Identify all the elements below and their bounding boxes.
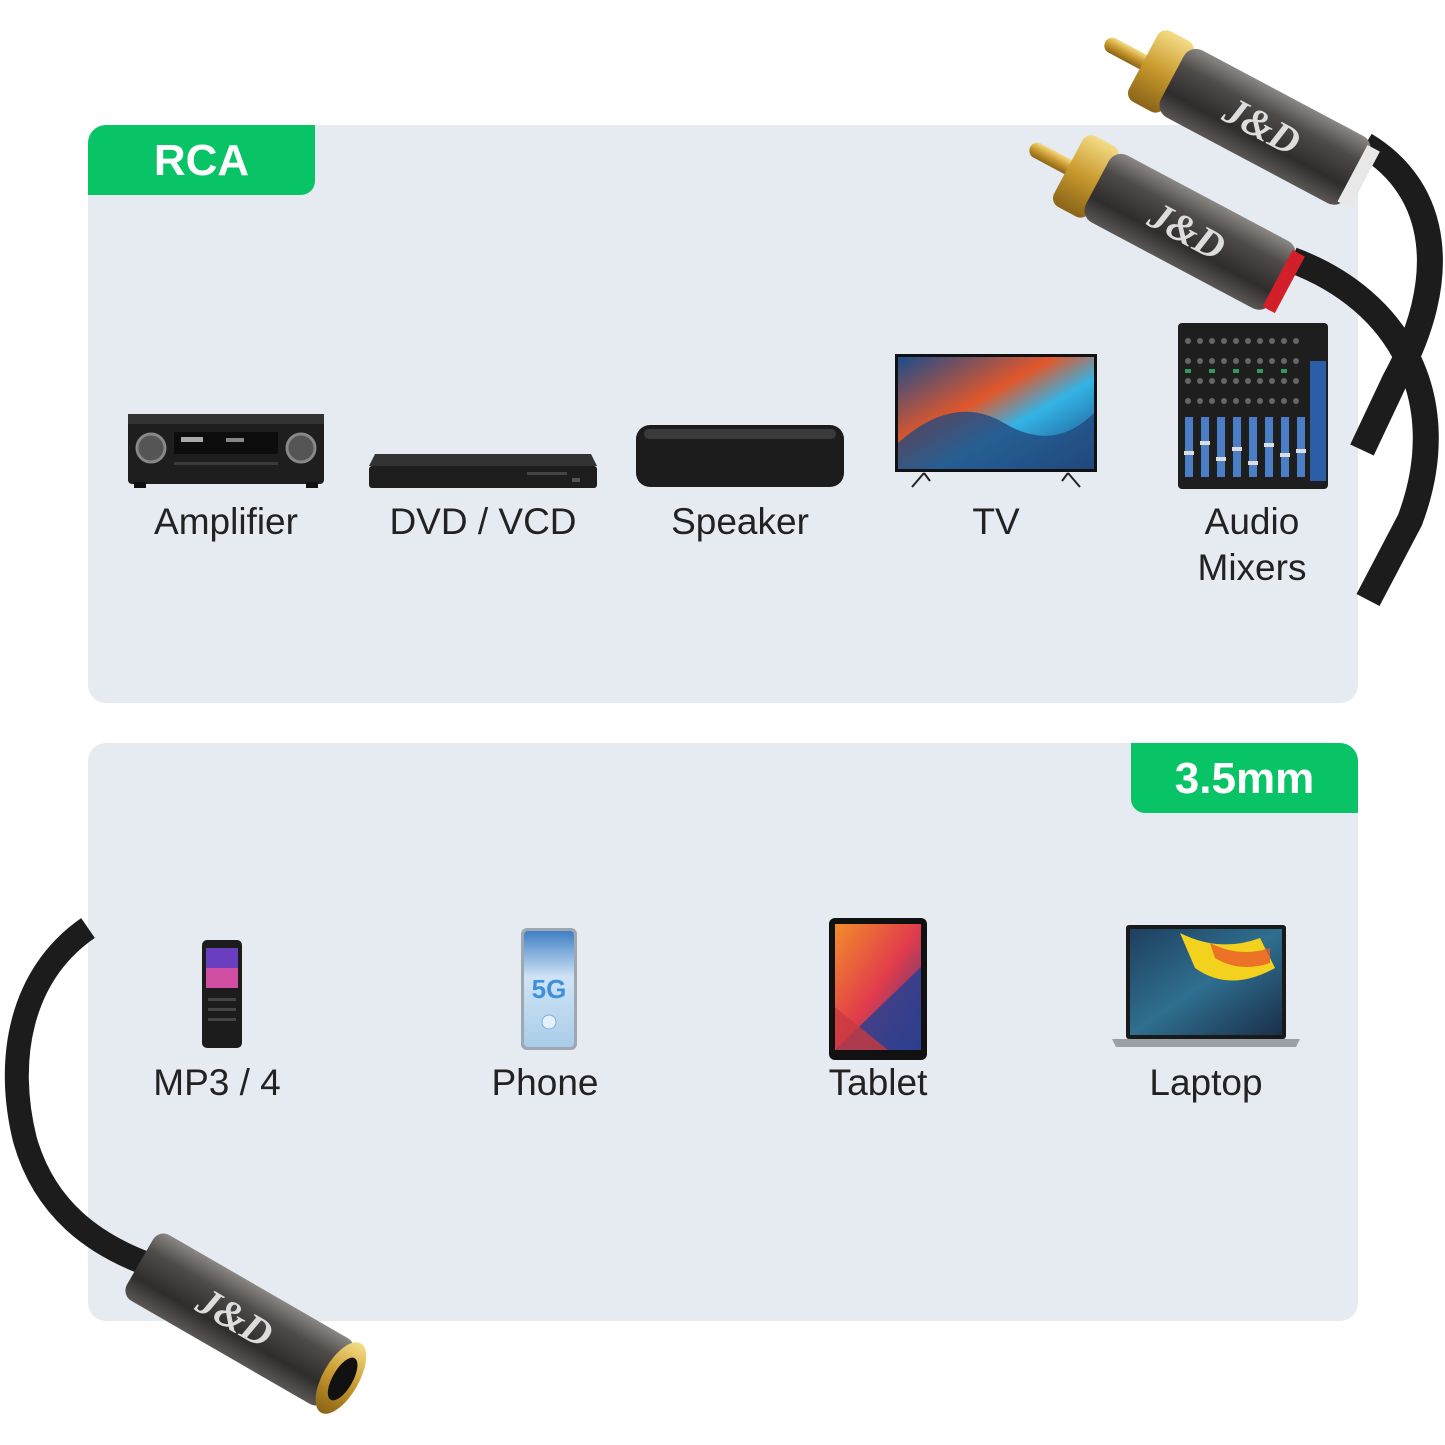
dvd-player-icon: [369, 454, 597, 488]
device-label-audio-mixers: Audio Mixers: [1197, 501, 1307, 588]
device-label-mp3: MP3 / 4: [153, 1062, 281, 1103]
jack-tag: 3.5mm: [1131, 743, 1358, 813]
tablet-icon: [829, 918, 927, 1060]
tv-icon: [895, 354, 1097, 488]
amplifier-icon: [128, 414, 324, 488]
laptop-icon: [1112, 925, 1300, 1047]
speaker-icon: [636, 425, 844, 487]
device-label-tablet: Tablet: [828, 1062, 928, 1103]
device-label-phone: Phone: [491, 1062, 599, 1103]
mp3-player-icon: [202, 940, 242, 1048]
device-label-speaker: Speaker: [671, 501, 809, 542]
rca-cable-white: [1350, 133, 1443, 456]
device-label-dvd: DVD / VCD: [389, 501, 577, 542]
phone-screen-text: 5G: [532, 974, 567, 1004]
rca-panel: RCA Amplifier DVD / VCD Speaker: [88, 125, 1358, 703]
device-label-tv: TV: [972, 501, 1020, 542]
device-label-laptop: Laptop: [1149, 1062, 1263, 1103]
audio-mixer-icon: [1178, 323, 1328, 489]
rca-tag: RCA: [88, 125, 315, 195]
phone-icon: 5G: [521, 928, 577, 1050]
device-label-amplifier: Amplifier: [154, 501, 298, 542]
jack-panel: 3.5mm MP3 / 4 5G Phone: [88, 743, 1358, 1321]
